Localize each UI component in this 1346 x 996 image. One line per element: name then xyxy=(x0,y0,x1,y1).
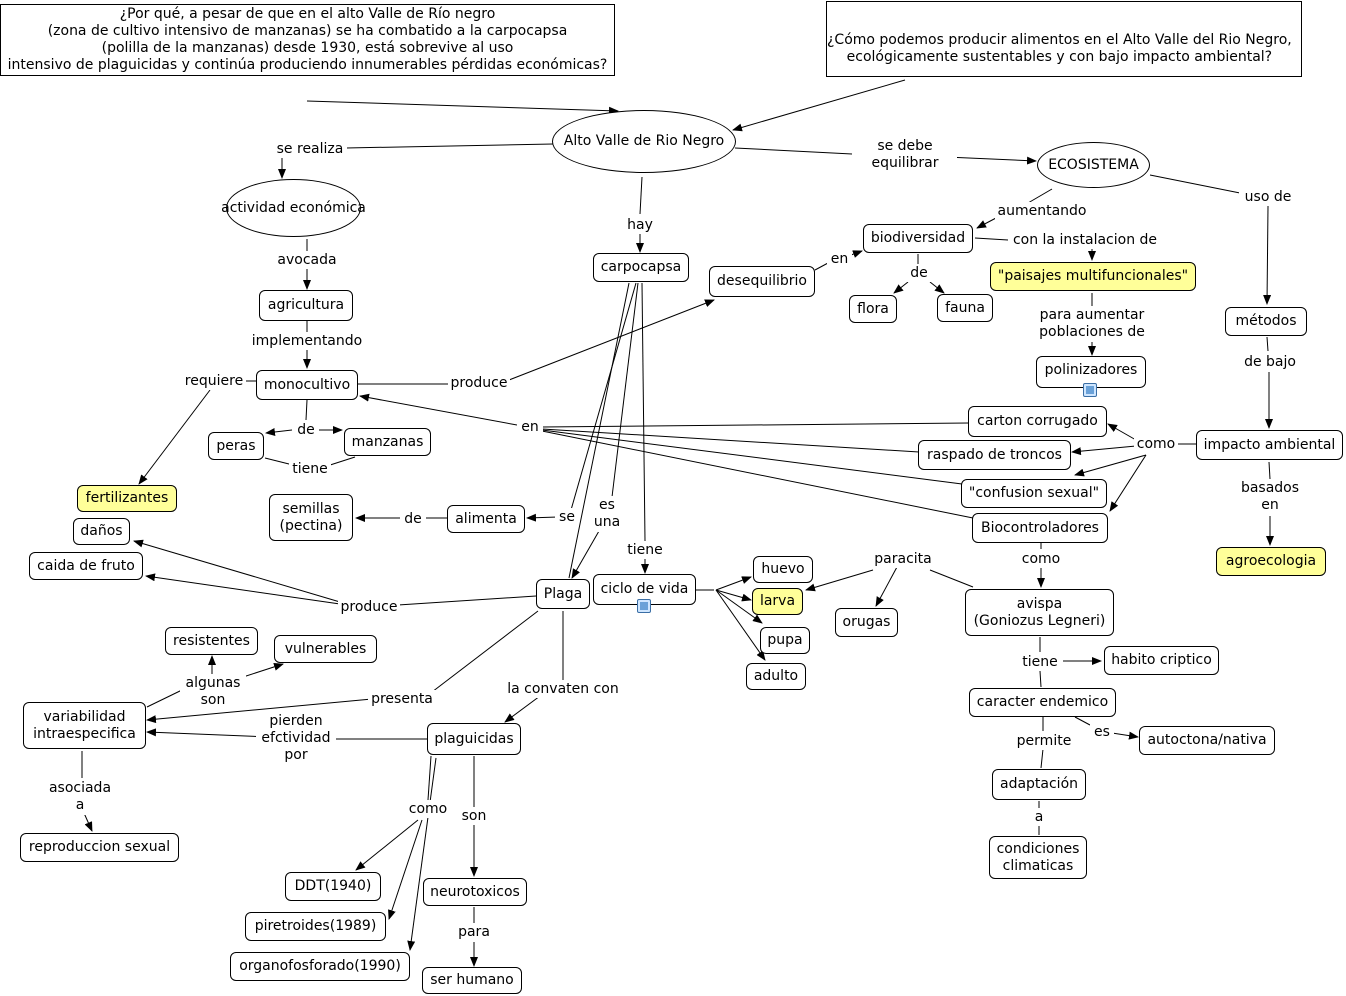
link-label-se-realiza: se realiza xyxy=(273,140,347,158)
node-neurotoxicos[interactable]: neurotoxicos xyxy=(423,878,527,906)
node-ddt[interactable]: DDT(1940) xyxy=(285,872,381,901)
node-huevo[interactable]: huevo xyxy=(753,556,813,583)
link-label-tiene-semillas: tiene xyxy=(289,460,331,478)
node-avispa[interactable]: avispa (Goniozus Legneri) xyxy=(965,589,1114,636)
link-label-de-semillas: de xyxy=(400,510,426,528)
link-label-requiere: requiere xyxy=(182,372,246,390)
link-label-hay: hay xyxy=(624,216,656,234)
link-label-de-frutas: de xyxy=(293,421,319,439)
link-label-en-metodos: en xyxy=(517,418,543,436)
node-raspado-de-troncos[interactable]: raspado de troncos xyxy=(918,440,1071,470)
node-ecosistema[interactable]: ECOSISTEMA xyxy=(1037,142,1150,188)
link-label-produce-desequilibrio: produce xyxy=(448,374,510,392)
node-reproduccion-sexual[interactable]: reproduccion sexual xyxy=(20,833,179,862)
link-label-de-bajo: de bajo xyxy=(1240,353,1300,371)
node-larva[interactable]: larva xyxy=(752,588,803,615)
node-carton-corrugado[interactable]: carton corrugado xyxy=(968,406,1107,437)
node-vulnerables[interactable]: vulnerables xyxy=(274,635,377,663)
link-label-aumentando: aumentando xyxy=(995,202,1089,220)
link-label-para-ser-humano: para xyxy=(454,923,494,941)
node-flora[interactable]: flora xyxy=(849,295,897,323)
link-label-la-convaten-con: la convaten con xyxy=(504,680,622,698)
node-habito-criptico[interactable]: habito criptico xyxy=(1104,646,1219,675)
node-ser-humano[interactable]: ser humano xyxy=(422,967,522,994)
node-biocontroladores[interactable]: Biocontroladores xyxy=(972,513,1108,543)
node-plaga[interactable]: Plaga xyxy=(536,579,590,609)
link-label-a-condiciones: a xyxy=(1030,808,1048,826)
node-adulto[interactable]: adulto xyxy=(746,663,806,690)
node-agroecologia[interactable]: agroecologia xyxy=(1216,547,1326,576)
node-fauna[interactable]: fauna xyxy=(937,294,993,322)
link-label-son-plaguicidas: son xyxy=(457,807,491,825)
link-label-avocada: avocada xyxy=(274,251,340,269)
node-pupa[interactable]: pupa xyxy=(760,627,810,654)
link-label-algunas-son: algunas son xyxy=(180,674,246,710)
link-label-uso-de: uso de xyxy=(1239,188,1297,206)
node-impacto-ambiental[interactable]: impacto ambiental xyxy=(1196,430,1343,460)
question-box-2: ¿Cómo podemos producir alimentos en el A… xyxy=(826,1,1302,77)
node-orugas[interactable]: orugas xyxy=(835,608,898,637)
link-label-como-plaguicidas: como xyxy=(405,800,451,818)
link-label-de-bio: de xyxy=(906,264,932,282)
node-piretroides[interactable]: piretroides(1989) xyxy=(245,912,386,941)
link-label-basados-en: basados en xyxy=(1235,479,1305,515)
node-agricultura[interactable]: agricultura xyxy=(259,290,353,321)
link-label-es-autoctona: es xyxy=(1090,723,1114,741)
node-monocultivo[interactable]: monocultivo xyxy=(256,370,358,400)
link-label-es-una: es una xyxy=(588,496,626,532)
node-paisajes-multifuncionales[interactable]: "paisajes multifuncionales" xyxy=(990,262,1196,291)
node-plaguicidas[interactable]: plaguicidas xyxy=(427,723,521,755)
node-polinizadores[interactable]: polinizadores xyxy=(1036,356,1146,388)
node-alimenta[interactable]: alimenta xyxy=(447,505,525,533)
question-box-1: ¿Por qué, a pesar de que en el alto Vall… xyxy=(0,4,615,76)
node-alto-valle[interactable]: Alto Valle de Rio Negro xyxy=(552,110,736,173)
node-metodos[interactable]: métodos xyxy=(1225,307,1307,336)
link-label-permite: permite xyxy=(1012,732,1076,750)
node-biodiversidad[interactable]: biodiversidad xyxy=(863,224,973,253)
link-label-presenta: presenta xyxy=(368,690,436,708)
node-peras[interactable]: peras xyxy=(208,432,264,460)
node-organofosforado[interactable]: organofosforado(1990) xyxy=(230,952,410,981)
node-manzanas[interactable]: manzanas xyxy=(344,428,431,456)
link-label-tiene-ciclo: tiene xyxy=(623,541,667,559)
link-label-como-metodos: como xyxy=(1134,435,1178,453)
node-fertilizantes[interactable]: fertilizantes xyxy=(77,485,177,512)
link-label-se-debe-equilibrar: se debe equilibrar xyxy=(853,137,957,173)
node-condiciones-climaticas[interactable]: condiciones climaticas xyxy=(989,836,1087,879)
link-label-con-la-instalacion: con la instalacion de xyxy=(1008,231,1162,249)
node-variabilidad-intraespecifica[interactable]: variabilidad intraespecifica xyxy=(23,702,146,749)
node-caida-de-fruto[interactable]: caida de fruto xyxy=(29,552,143,580)
link-label-para-aumentar: para aumentar poblaciones de xyxy=(1030,306,1154,342)
link-label-en-desequilibrio: en xyxy=(827,250,852,268)
node-danos[interactable]: daños xyxy=(73,518,130,545)
node-caracter-endemico[interactable]: caracter endemico xyxy=(969,688,1116,717)
node-desequilibrio[interactable]: desequilibrio xyxy=(709,266,815,297)
node-semillas[interactable]: semillas (pectina) xyxy=(269,494,353,541)
link-label-tiene-habito: tiene xyxy=(1017,653,1063,671)
film-icon[interactable] xyxy=(1083,383,1097,397)
node-actividad-economica[interactable]: actividad económica xyxy=(221,179,366,237)
node-resistentes[interactable]: resistentes xyxy=(165,627,258,655)
node-adaptacion[interactable]: adaptación xyxy=(992,769,1086,800)
link-label-paracita: paracita xyxy=(871,550,935,568)
link-label-pierden-efctividad: pierden efctividad por xyxy=(256,712,336,765)
node-carpocapsa[interactable]: carpocapsa xyxy=(593,253,689,282)
link-label-produce-danos: produce xyxy=(338,598,400,616)
link-label-como-biocontroladores: como xyxy=(1019,550,1063,568)
image-icon[interactable] xyxy=(637,599,651,613)
link-label-se-alimenta: se xyxy=(555,508,579,526)
node-autoctona-nativa[interactable]: autoctona/nativa xyxy=(1139,726,1275,755)
link-label-implementando: implementando xyxy=(249,332,365,350)
link-label-asociada-a: asociada a xyxy=(44,779,116,815)
node-confusion-sexual[interactable]: "confusion sexual" xyxy=(961,479,1107,508)
